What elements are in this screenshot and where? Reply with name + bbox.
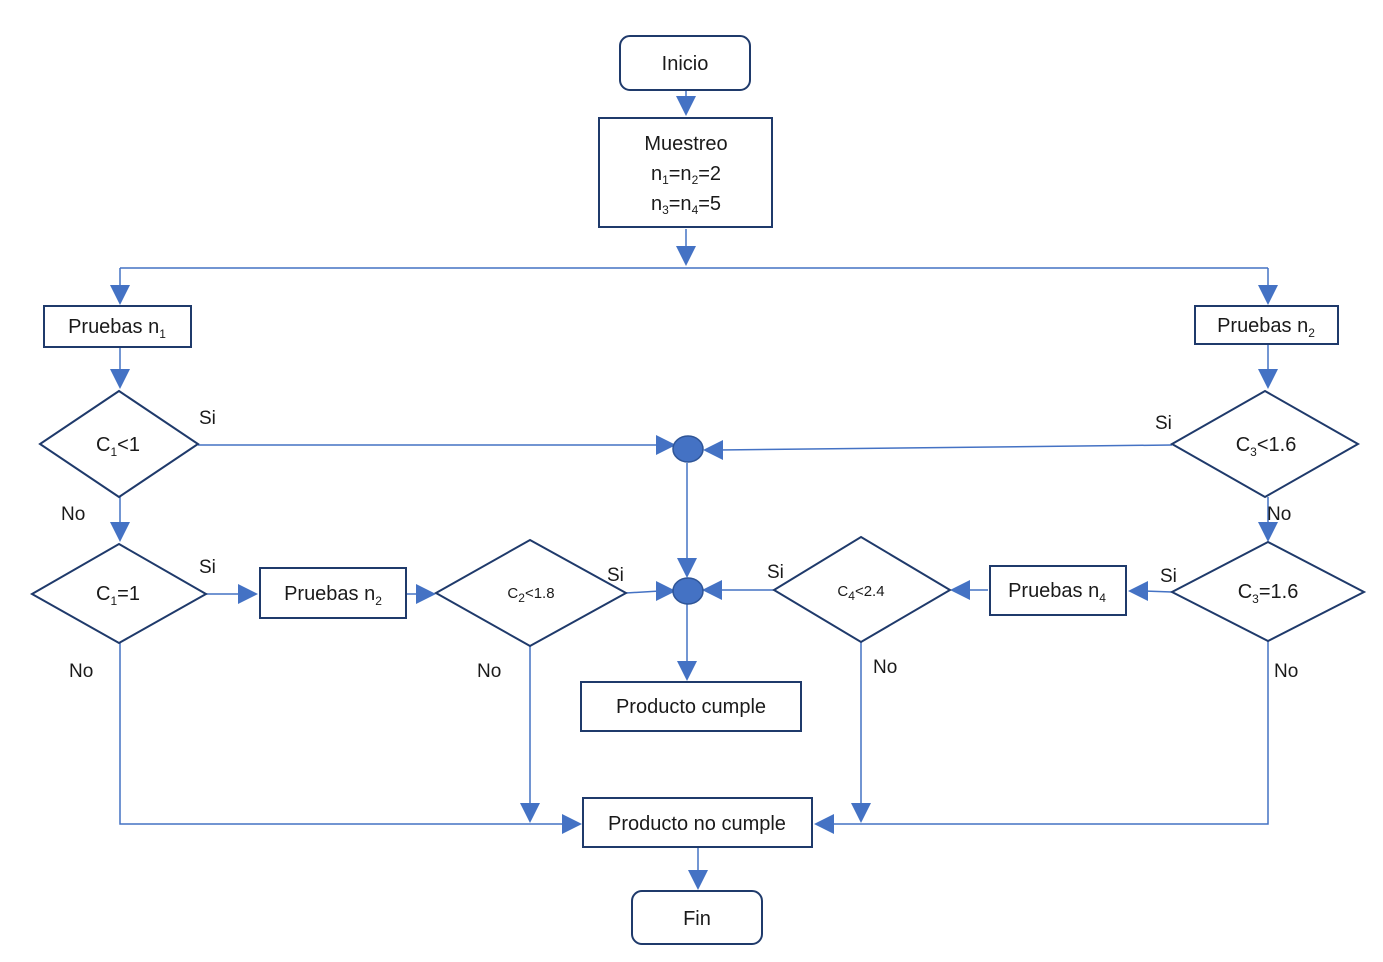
label-si-c1lt: Si [199, 408, 216, 429]
connector-c3lt-si [717, 444, 1173, 451]
arrowhead [1258, 285, 1278, 305]
muestreo-line3: n3=n4=5 [651, 193, 721, 217]
decision-c2-lt: C2<1.8 [433, 538, 629, 648]
producto-cumple-label: Producto cumple [616, 696, 766, 718]
arrowhead [851, 803, 871, 823]
arrowhead [416, 584, 436, 604]
pruebas-n4-label: Pruebas n4 [1008, 580, 1106, 605]
arrowhead [238, 584, 258, 604]
connector-c3eq-si [1143, 590, 1173, 593]
fin-label: Fin [683, 908, 711, 930]
connector-c3eq-no [830, 641, 1269, 825]
label-si-c1eq: Si [199, 557, 216, 578]
label-no-c1lt: No [61, 504, 85, 525]
c4-lt-label: C4<2.4 [837, 583, 884, 603]
node-muestreo: Muestreo n1=n2=2 n3=n4=5 [598, 117, 773, 228]
node-pruebas-n1: Pruebas n1 [43, 305, 192, 348]
label-si-c4lt: Si [767, 562, 784, 583]
producto-no-cumple-label: Producto no cumple [608, 813, 786, 835]
arrowhead [677, 661, 697, 681]
node-producto-cumple: Producto cumple [580, 681, 802, 732]
node-pruebas-n2-mid: Pruebas n2 [259, 567, 407, 619]
arrowhead [110, 369, 130, 389]
c1-lt-label: C1<1 [96, 434, 140, 459]
arrowhead [110, 522, 130, 542]
label-si-c3eq: Si [1160, 566, 1177, 587]
edge-labels: Si No Si No Si No Si No Si No Si No [61, 408, 1298, 682]
c3-eq-label: C3=1.6 [1238, 581, 1299, 606]
arrowhead [676, 246, 696, 266]
pruebas-n2-mid-label: Pruebas n2 [284, 583, 382, 608]
node-producto-no-cumple: Producto no cumple [582, 797, 813, 848]
c1-eq-label: C1=1 [96, 583, 140, 608]
label-no-c3lt: No [1267, 504, 1291, 525]
decision-c1-eq: C1=1 [29, 542, 209, 645]
pruebas-n2-right-label: Pruebas n2 [1217, 315, 1315, 340]
muestreo-line2: n1=n2=2 [651, 163, 721, 187]
decision-c3-eq: C3=1.6 [1169, 540, 1367, 643]
decision-c3-lt: C3<1.6 [1169, 389, 1361, 499]
node-pruebas-n2-right: Pruebas n2 [1194, 305, 1339, 345]
c2-lt-label: C2<1.8 [507, 585, 554, 605]
arrowhead [676, 96, 696, 116]
inicio-label: Inicio [662, 53, 709, 75]
arrowhead [656, 435, 676, 455]
label-si-c3lt: Si [1155, 413, 1172, 434]
arrowhead [562, 814, 582, 834]
junction-bottom [672, 577, 704, 605]
connectors [110, 91, 1278, 890]
pruebas-n1-label: Pruebas n1 [68, 316, 166, 341]
node-fin: Fin [631, 890, 763, 945]
arrowhead [703, 440, 723, 460]
label-no-c3eq: No [1274, 661, 1298, 682]
arrowhead [702, 580, 722, 600]
arrowhead [656, 581, 676, 601]
node-inicio: Inicio [619, 35, 751, 91]
arrowhead [814, 814, 834, 834]
junction-top [672, 435, 704, 463]
arrowhead [520, 803, 540, 823]
connector-c1eq-no [119, 643, 566, 825]
connector-c2lt-si [625, 590, 661, 594]
arrowhead [677, 558, 697, 578]
arrowhead [110, 285, 130, 305]
arrowhead [1258, 522, 1278, 542]
arrowhead [950, 580, 970, 600]
muestreo-title: Muestreo [644, 133, 727, 155]
arrowhead [688, 870, 708, 890]
label-no-c1eq: No [69, 661, 93, 682]
label-no-c2lt: No [477, 661, 501, 682]
label-no-c4lt: No [873, 657, 897, 678]
arrowhead [1258, 369, 1278, 389]
node-pruebas-n4: Pruebas n4 [989, 565, 1127, 616]
decision-c4-lt: C4<2.4 [772, 535, 952, 644]
decision-c1-lt: C1<1 [38, 389, 200, 499]
arrowhead [1128, 581, 1148, 601]
c3-lt-label: C3<1.6 [1236, 434, 1297, 459]
label-si-c2lt: Si [607, 565, 624, 586]
